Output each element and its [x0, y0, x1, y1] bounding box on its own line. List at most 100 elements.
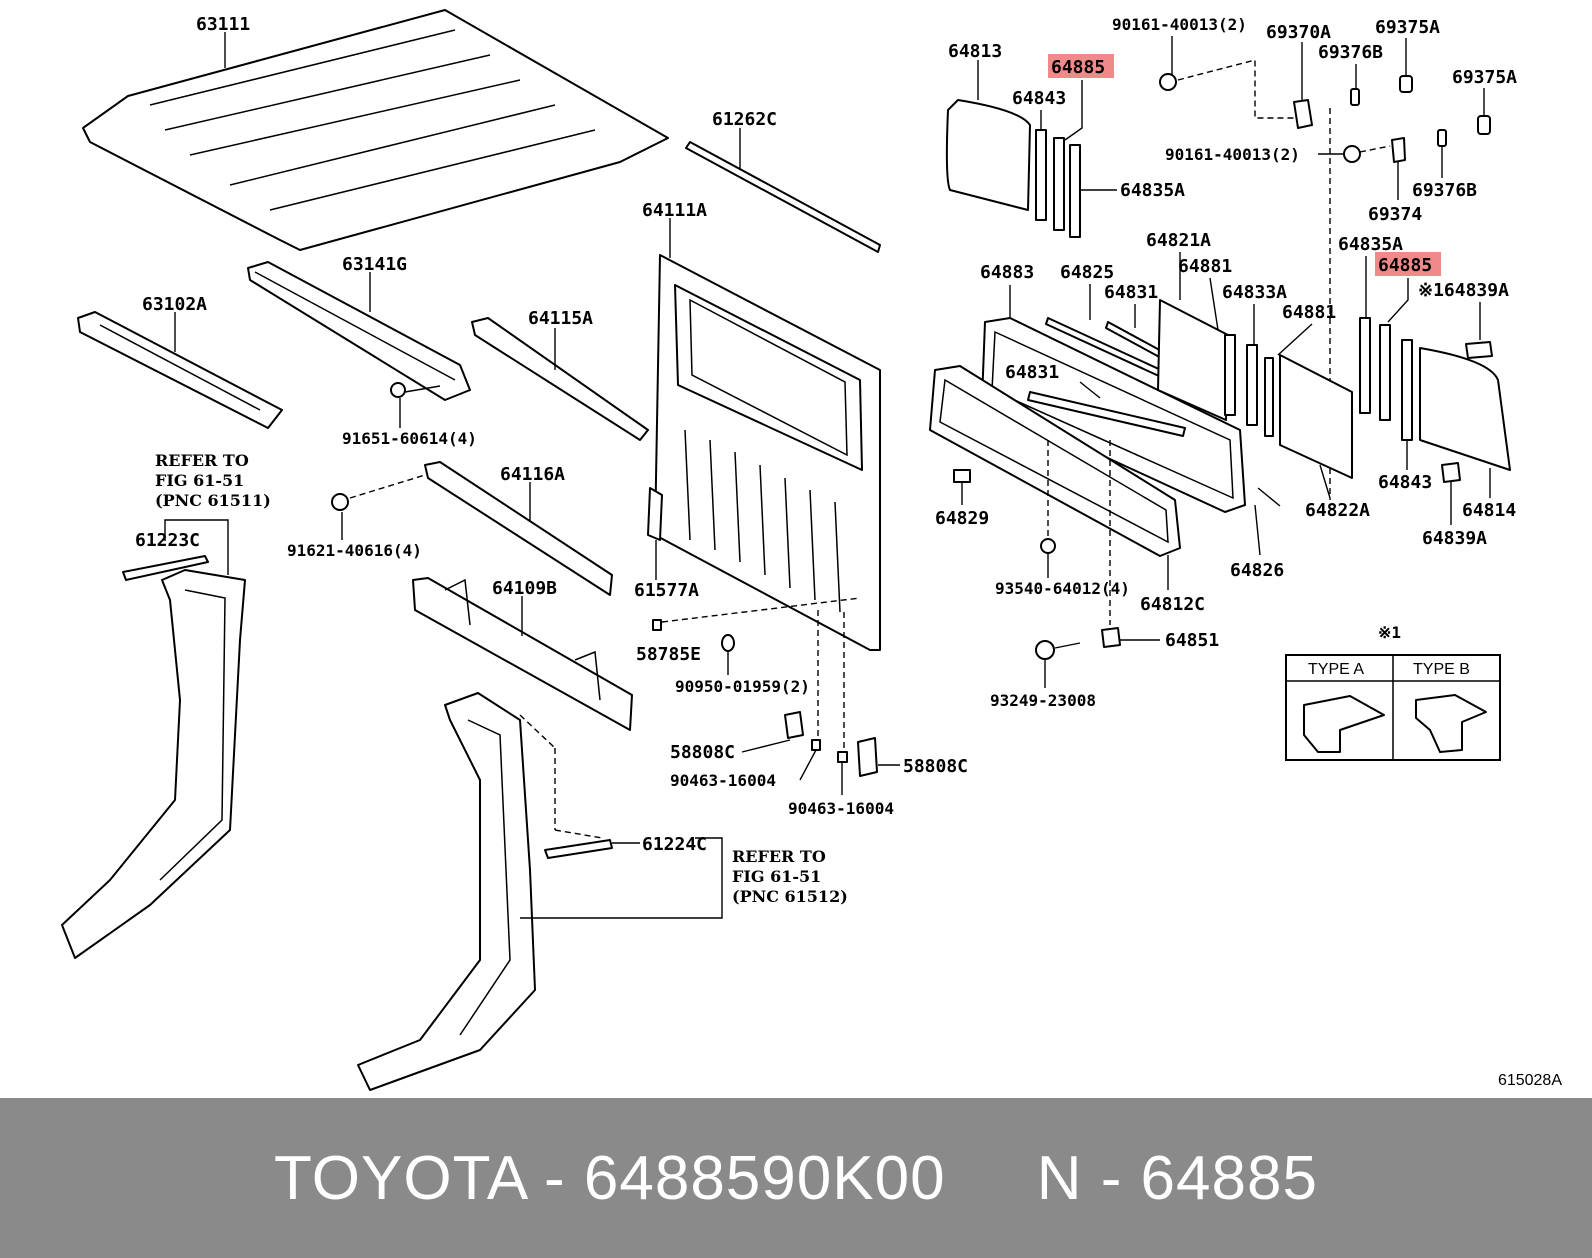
label-90463-left: 90463-16004 [670, 771, 776, 790]
back-window-frames [929, 299, 1353, 557]
spacer-64829 [953, 469, 971, 483]
type-a-label: TYPE A [1308, 661, 1364, 678]
note-refer-left-3: (PNC 61511) [155, 491, 271, 510]
highlight-64885-right [1375, 252, 1441, 276]
label-64825: 64825 [1060, 262, 1114, 283]
footer-bar: TOYOTA - 6488590K00 N - 64885 [0, 1098, 1592, 1258]
label-93540: 93540-64012(4) [995, 579, 1130, 598]
label-64833A: 64833A [1222, 282, 1287, 303]
parts-diagram: 63111 61262C 63141G 91651-60614(4) 63102… [61, 9, 1518, 1091]
label-69376B-right: 69376B [1412, 180, 1477, 201]
type-legend-box: ※1 TYPE A TYPE B [1285, 623, 1501, 761]
plug-90950 [721, 634, 735, 675]
label-69370A: 69370A [1266, 22, 1331, 43]
pin-69376B-right [1437, 129, 1447, 147]
footer-part-number: TOYOTA - 6488590K00 N - 64885 [274, 1143, 1318, 1213]
label-64843-bottom: 64843 [1378, 472, 1432, 493]
label-64812C: 64812C [1140, 594, 1205, 615]
label-64883: 64883 [980, 262, 1034, 283]
label-58785E: 58785E [636, 644, 701, 665]
label-69376B-top: 69376B [1318, 42, 1383, 63]
hinge-58808C-right [837, 612, 900, 795]
label-64839A-bottom: 64839A [1422, 528, 1487, 549]
pillar-right [357, 692, 640, 1091]
label-91621: 91621-40616(4) [287, 541, 422, 560]
label-90161-mid: 90161-40013(2) [1165, 145, 1300, 164]
label-64813: 64813 [948, 41, 1002, 62]
label-64829: 64829 [935, 508, 989, 529]
label-64835A-top: 64835A [1120, 180, 1185, 201]
label-61224C: 61224C [642, 834, 707, 855]
label-63102A: 63102A [142, 294, 207, 315]
bolt-91651 [390, 382, 441, 398]
side-glass-64813 [945, 99, 1031, 211]
note-refer-right-2: FIG 61-51 [732, 867, 821, 886]
label-58808C-right: 58808C [903, 756, 968, 777]
type-a-clip-icon [1303, 695, 1385, 753]
header-63102A [77, 311, 283, 429]
panel-64115A [471, 317, 649, 441]
label-63141G: 63141G [342, 254, 407, 275]
label-64831-mid: 64831 [1005, 362, 1059, 383]
label-64835A-right: 64835A [1338, 234, 1403, 255]
type-b-clip-icon [1415, 694, 1487, 753]
label-64115A: 64115A [528, 308, 593, 329]
label-64821A: 64821A [1146, 230, 1211, 251]
label-64822A: 64822A [1305, 500, 1370, 521]
label-64885-top: 64885 [1051, 57, 1105, 78]
label-93249: 93249-23008 [990, 691, 1096, 710]
label-64843-top: 64843 [1012, 88, 1066, 109]
label-64839A-top: ※164839A [1418, 280, 1509, 301]
back-panel-64111A [654, 254, 881, 651]
clip-93540 [1040, 440, 1056, 578]
label-91651: 91651-60614(4) [342, 429, 477, 448]
screw-90161-top [1159, 59, 1305, 119]
latch-69370A [1293, 99, 1331, 500]
note-refer-right-3: (PNC 61512) [732, 887, 848, 906]
label-58808C-left: 58808C [670, 742, 735, 763]
label-63111: 63111 [196, 14, 250, 35]
label-64814: 64814 [1462, 500, 1516, 521]
note-refer-left-1: REFER TO [155, 451, 249, 470]
note-refer-right-1: REFER TO [732, 847, 826, 866]
bolt-91621 [331, 474, 426, 511]
label-64885-right: 64885 [1378, 255, 1432, 276]
type-b-label: TYPE B [1413, 661, 1470, 678]
label-64826: 64826 [1230, 560, 1284, 581]
label-64831-top: 64831 [1104, 282, 1158, 303]
type-marker: ※1 [1378, 623, 1401, 642]
label-64851: 64851 [1165, 630, 1219, 651]
cap-69375A-top [1399, 75, 1413, 93]
label-64109B: 64109B [492, 578, 557, 599]
label-64881-right-text: 64881 [1282, 302, 1336, 323]
label-61577A: 61577A [634, 580, 699, 601]
bolt-93249 [1035, 640, 1081, 688]
hinge-58808C-left [741, 610, 821, 781]
roof-rail-63141G [247, 261, 471, 401]
crossmember-64109B [412, 577, 633, 731]
cushion-64851 [1101, 440, 1160, 648]
diagram-reference-code: 615028A [1497, 1072, 1562, 1089]
cap-69375A-right [1477, 115, 1491, 135]
bracket-61577A [647, 487, 663, 541]
label-64111A: 64111A [642, 200, 707, 221]
highlight-64885-top [1048, 54, 1114, 78]
label-90950: 90950-01959(2) [675, 677, 810, 696]
bracket-69374 [1391, 137, 1406, 163]
clip-58785E [652, 597, 861, 631]
label-64116A: 64116A [500, 464, 565, 485]
label-64881-top: 64881 [1178, 256, 1232, 277]
clip-64839A-bottom [1441, 462, 1461, 483]
label-69374: 69374 [1368, 204, 1422, 225]
side-glass-64814 [1419, 347, 1511, 471]
pillar-left [61, 555, 246, 959]
seal-strips-top [1035, 129, 1081, 238]
screw-90161-mid [1343, 145, 1361, 163]
note-refer-left-2: FIG 61-51 [155, 471, 244, 490]
label-61262C: 61262C [712, 109, 777, 130]
label-69375A-right: 69375A [1452, 67, 1517, 88]
label-69375A-top: 69375A [1375, 17, 1440, 38]
label-90161-top: 90161-40013(2) [1112, 15, 1247, 34]
panel-64116A [424, 461, 613, 596]
label-61223C: 61223C [135, 530, 200, 551]
